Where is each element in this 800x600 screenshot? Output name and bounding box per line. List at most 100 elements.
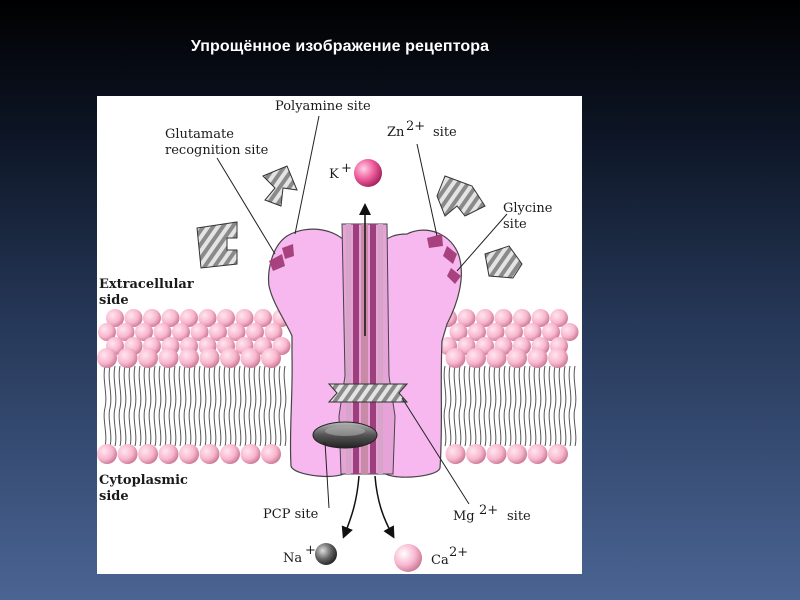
lipid-tail	[193, 365, 197, 409]
lipid-head	[261, 444, 281, 464]
lipid-tail	[273, 365, 277, 409]
pcp-label: PCP site	[263, 507, 319, 522]
lipid-tail	[173, 407, 177, 447]
lipid-head	[476, 309, 494, 327]
extracellular-label-line2: side	[99, 293, 129, 308]
mg-charge: 2+	[479, 503, 498, 518]
lipid-tail	[528, 365, 532, 409]
na-charge: +	[305, 543, 316, 558]
lipid-head	[138, 348, 158, 368]
lipid-tail	[118, 407, 122, 447]
zn-charge: 2+	[406, 119, 425, 134]
lipid-head	[220, 444, 240, 464]
lipid-tail	[548, 365, 552, 409]
lipid-tail	[108, 365, 112, 409]
lipid-tail	[553, 365, 557, 409]
lipid-tail	[143, 365, 147, 409]
lipid-head	[97, 348, 117, 368]
lipid-tail	[528, 407, 532, 447]
lipid-tail	[138, 407, 142, 447]
lipid-tail	[263, 365, 267, 409]
lipid-tail	[168, 407, 172, 447]
lipid-tail	[213, 365, 217, 409]
lipid-head	[531, 309, 550, 327]
polyamine-ligand	[262, 165, 298, 207]
lipid-tail	[488, 365, 492, 409]
lipid-head	[97, 444, 117, 464]
lipid-tail	[223, 407, 227, 447]
lipid-tail	[258, 407, 262, 447]
extracellular-label-line1: Extracellular	[99, 277, 194, 292]
lipid-tail	[198, 407, 202, 447]
lipid-head	[117, 444, 138, 464]
lipid-tail	[283, 365, 287, 409]
lipid-head	[143, 309, 161, 327]
glycine-label-line2: site	[503, 217, 527, 232]
lipid-tail	[148, 365, 152, 409]
lipid-tail	[473, 407, 477, 447]
lipid-head	[486, 348, 507, 368]
lipid-tail	[498, 407, 502, 447]
lipid-tail	[163, 407, 167, 447]
lipid-tail	[508, 407, 512, 447]
lipid-tail	[243, 365, 247, 409]
ca-arrow	[374, 475, 395, 539]
cytoplasmic-label-line1: Cytoplasmic	[99, 473, 188, 488]
lipid-tail	[273, 407, 277, 447]
lipid-tail	[443, 365, 447, 409]
slide-title: Упрощённое изображение рецептора	[190, 38, 490, 55]
lipid-head	[494, 309, 513, 327]
lipid-head	[180, 309, 198, 327]
lipid-tail	[218, 365, 222, 409]
lipid-tail	[548, 407, 552, 447]
glutamate-label-line1: Glutamate	[165, 127, 234, 142]
cytoplasmic-label-line2: side	[99, 489, 129, 504]
lipid-tail	[123, 365, 127, 409]
lipid-tails	[103, 365, 577, 447]
lipid-tail	[508, 365, 512, 409]
lipid-tail	[493, 365, 497, 409]
lipid-head	[98, 323, 116, 341]
lipid-tail	[278, 407, 282, 447]
lipid-head	[124, 309, 143, 327]
glutamate-label-line2: recognition site	[165, 143, 269, 158]
lipid-tail	[523, 365, 527, 409]
lipid-head	[523, 323, 542, 341]
lipid-tail	[113, 365, 117, 409]
lipid-head	[457, 309, 476, 327]
lipid-tail	[203, 407, 207, 447]
lipid-tail	[498, 365, 502, 409]
lipid-tail	[168, 365, 172, 409]
lipid-tail	[268, 407, 272, 447]
lipid-tail	[503, 365, 507, 409]
lipid-head	[135, 323, 153, 341]
lipid-tail	[558, 407, 562, 447]
lipid-tail	[148, 407, 152, 447]
ligands	[196, 165, 523, 279]
lipid-tail	[253, 365, 257, 409]
lipid-head	[217, 309, 235, 327]
lipid-head	[199, 444, 220, 464]
lipid-tail	[533, 365, 537, 409]
lipid-head	[153, 323, 172, 341]
lipid-tail	[563, 365, 567, 409]
lipid-tail	[563, 407, 567, 447]
zn-ligand	[436, 175, 486, 217]
na-arrow	[341, 475, 360, 539]
lipid-head	[190, 323, 209, 341]
lipid-tail	[153, 407, 157, 447]
lipid-tail	[463, 365, 467, 409]
lipid-tail	[513, 365, 517, 409]
lipid-tail	[483, 407, 487, 447]
k-ion	[354, 159, 382, 187]
lipid-tail	[253, 407, 257, 447]
lipid-tail	[118, 365, 122, 409]
lipid-tail	[188, 407, 192, 447]
lipid-tail	[518, 407, 522, 447]
receptor-body	[267, 223, 462, 478]
lipid-head	[254, 309, 272, 327]
lipid-tail	[458, 365, 462, 409]
lipid-tail	[568, 365, 572, 409]
lipid-head	[486, 323, 505, 341]
lipid-bilayer	[97, 309, 579, 464]
